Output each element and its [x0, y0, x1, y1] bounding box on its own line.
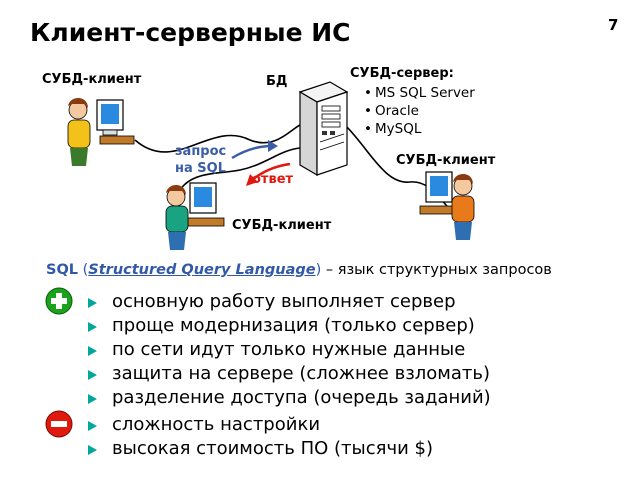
slide-title: Клиент-серверные ИС [30, 18, 351, 47]
sql-open-paren: ( [82, 262, 89, 278]
client-right-label: СУБД-клиент [396, 153, 496, 168]
advantage-item: проще модернизация (только сервер) [86, 314, 491, 338]
disadvantage-item: сложность настройки [86, 413, 433, 437]
advantage-item: по сети идут только нужные данные [86, 338, 491, 362]
client-workstation-right-icon [419, 171, 475, 240]
response-label: ответ [252, 172, 294, 187]
disadvantages-list: сложность настройки высокая стоимость ПО… [86, 413, 433, 461]
advantage-item: защита на сервере (сложнее взломать) [86, 362, 491, 386]
server-product-list: MS SQL Server Oracle MySQL [364, 84, 475, 138]
advantages-list: основную работу выполняет сервер проще м… [86, 290, 491, 410]
sql-full-name: Structured Query Language [88, 262, 316, 278]
cable-bottom-client [174, 147, 301, 201]
sql-definition-rest: – язык структурных запросов [321, 262, 552, 278]
request-arrowhead [268, 140, 278, 152]
client-workstation-bottom-icon [165, 182, 225, 250]
response-arrowhead [246, 174, 258, 186]
sql-definition: SQL (Structured Query Language) – язык с… [46, 262, 552, 278]
client-top-label: СУБД-клиент [42, 72, 142, 87]
server-product-item: Oracle [364, 102, 475, 120]
sql-abbr: SQL [46, 262, 79, 278]
response-arrow [251, 162, 291, 181]
db-label: БД [266, 74, 288, 89]
network-diagram [67, 81, 475, 250]
disadvantage-item: высокая стоимость ПО (тысячи $) [86, 437, 433, 461]
request-label-line2: на SQL [175, 161, 226, 176]
slide-number: 7 [608, 16, 619, 34]
server-product-item: MS SQL Server [364, 84, 475, 102]
sql-close-paren: ) [315, 262, 322, 278]
request-label: запрос на SQL [175, 143, 226, 177]
cable-top-client [134, 124, 301, 153]
request-label-line1: запрос [175, 144, 227, 159]
request-arrow [231, 144, 273, 160]
minus-circle-icon [45, 410, 73, 438]
server-tower-icon [298, 81, 349, 177]
server-product-item: MySQL [364, 120, 475, 138]
client-workstation-top-icon [67, 97, 135, 166]
plus-circle-icon [45, 287, 73, 315]
server-label: СУБД-сервер: [350, 66, 454, 81]
advantage-item: основную работу выполняет сервер [86, 290, 491, 314]
client-bottom-label: СУБД-клиент [232, 218, 332, 233]
advantage-item: разделение доступа (очередь заданий) [86, 386, 491, 410]
